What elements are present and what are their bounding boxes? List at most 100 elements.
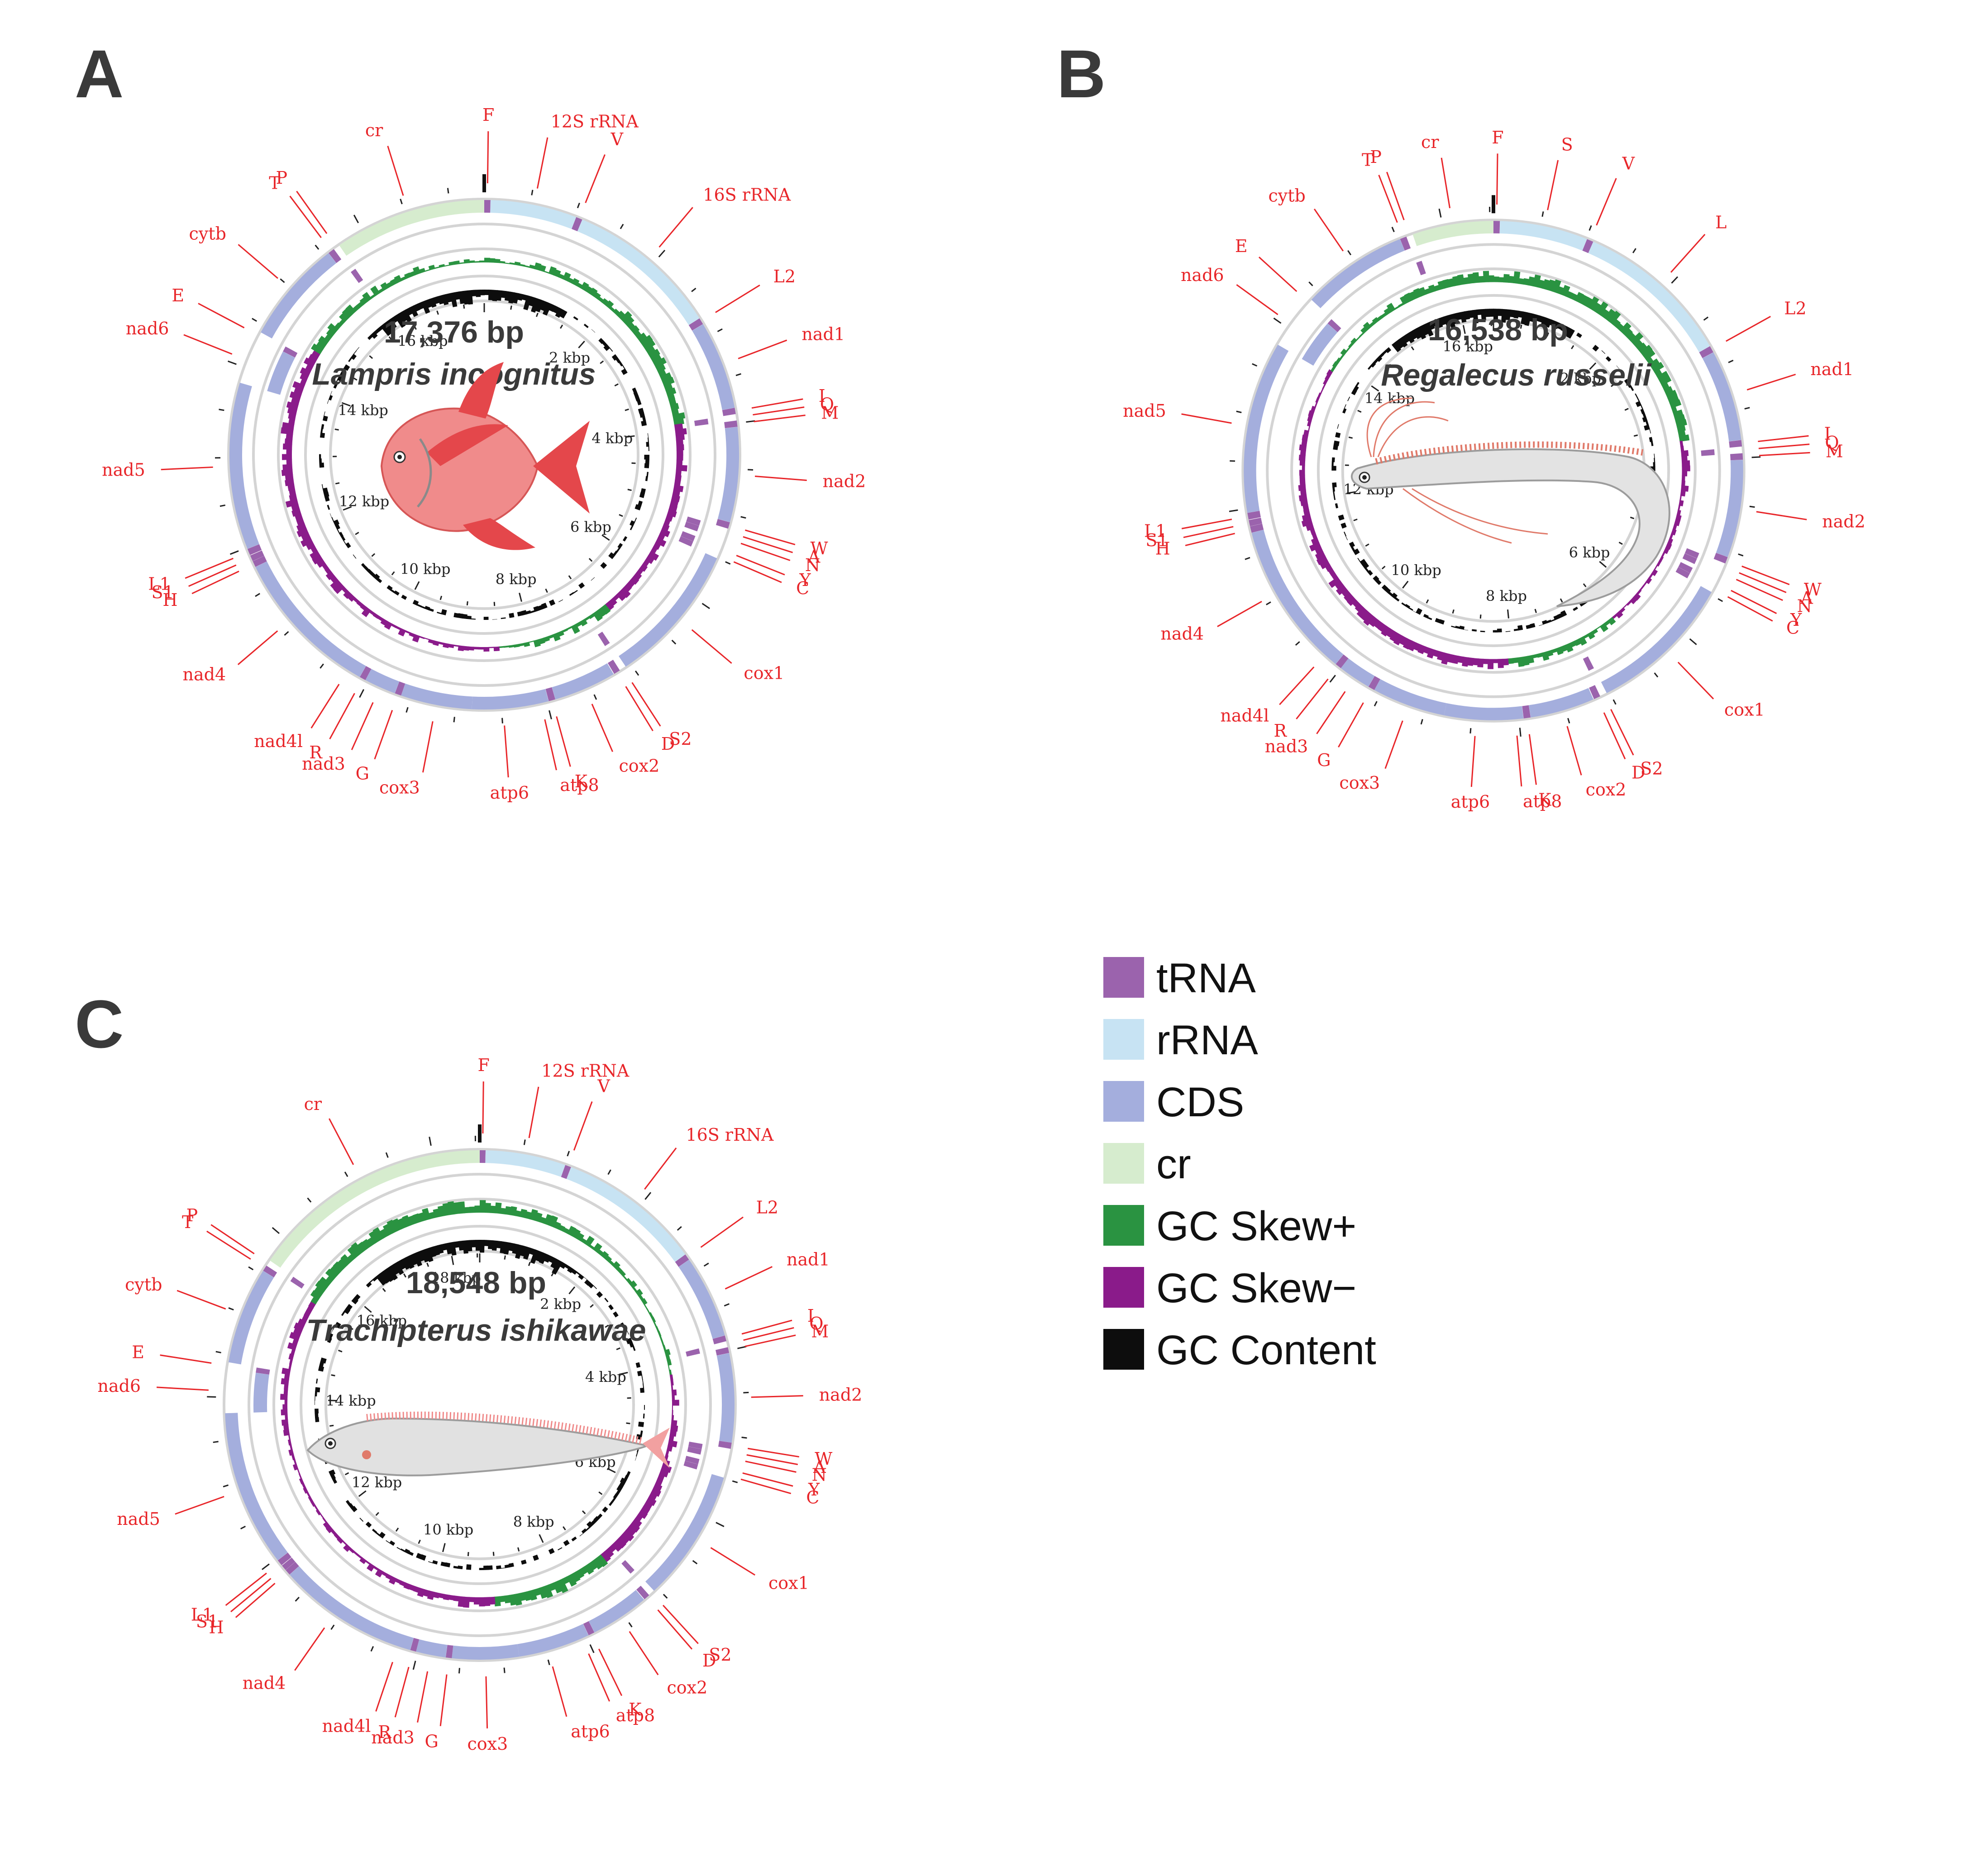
gc-skew-bar <box>1574 292 1584 303</box>
gc-content-bar <box>639 492 645 498</box>
gc-skew-bar <box>286 449 292 455</box>
gc-skew-bar <box>438 1593 445 1599</box>
gene-block-trna <box>281 1557 296 1570</box>
gc-skew-bar <box>310 343 324 354</box>
gene-label: S2 <box>669 729 692 749</box>
gc-skew-bar <box>649 1312 653 1319</box>
gc-content-bar <box>1333 495 1336 500</box>
gc-content-bar <box>503 1242 510 1255</box>
gc-content-bar <box>645 459 649 464</box>
gc-skew-bar <box>315 1509 321 1516</box>
gc-skew-bar <box>288 1364 292 1370</box>
gene-label: atp8 <box>560 775 599 795</box>
gc-content-bar <box>425 1247 434 1262</box>
gc-skew-bar <box>1669 399 1682 409</box>
gc-content-bar <box>394 314 406 328</box>
gc-skew-bar <box>1547 279 1556 292</box>
gene-leader-line <box>658 207 693 248</box>
gc-skew-bar <box>1681 450 1689 457</box>
gc-content-bar <box>453 613 459 618</box>
gc-skew-bar <box>659 528 670 538</box>
gene-leader-line <box>1758 435 1809 443</box>
gc-content-bar <box>1340 522 1347 529</box>
gc-content-bar <box>626 1471 631 1477</box>
gc-skew-bar <box>1335 581 1344 590</box>
gc-skew-bar <box>669 1374 673 1381</box>
gc-content-bar <box>583 324 589 329</box>
gc-skew-bar <box>1630 596 1637 605</box>
outer-tick <box>255 593 260 597</box>
gc-skew-bar <box>1302 504 1309 511</box>
gc-skew-bar <box>504 262 510 264</box>
gc-skew-bar <box>1579 294 1588 305</box>
gene-block-cds <box>517 1629 576 1657</box>
kbp-label: 2 kbp <box>540 1295 581 1313</box>
kbp-label: 16 kbp <box>397 333 448 350</box>
gc-skew-bar <box>646 1308 650 1314</box>
gene-label: cytb <box>125 1275 162 1295</box>
gc-skew-bar <box>289 1444 293 1451</box>
gc-content-bar <box>535 299 544 313</box>
gene-leader-line <box>296 190 328 234</box>
gene-label: F <box>482 105 494 125</box>
gc-skew-bar <box>397 1218 407 1229</box>
scale-tick <box>528 1262 531 1267</box>
gc-content-bar <box>1644 424 1650 431</box>
gc-skew-bar <box>282 1404 288 1410</box>
gc-skew-bar <box>1467 273 1474 284</box>
gc-skew-bar <box>1409 291 1417 301</box>
gc-skew-bar <box>1623 328 1633 338</box>
gene-label: cr <box>304 1094 322 1114</box>
gene-block-cds <box>1251 529 1324 646</box>
scale-tick <box>517 1547 520 1552</box>
gc-content-bar <box>409 305 419 317</box>
genome-size-label: 17,376 bp <box>384 315 524 349</box>
scale-tick <box>493 602 496 606</box>
kbp-label: 16 kbp <box>357 1312 407 1329</box>
scale-tick <box>535 313 539 317</box>
gc-content-bar <box>331 517 334 522</box>
gene-block-rrna <box>485 1150 565 1177</box>
gc-skew-bar <box>1441 652 1450 665</box>
scale-tick <box>625 435 635 438</box>
gc-skew-bar <box>1627 332 1636 342</box>
gc-content-bar <box>316 1378 318 1384</box>
gc-content-bar <box>390 1264 400 1275</box>
outer-tick <box>405 707 409 713</box>
gc-skew-bar <box>668 1369 672 1376</box>
gc-skew-bar <box>1636 589 1642 595</box>
gc-skew-bar <box>282 454 292 460</box>
scale-tick <box>1346 491 1356 494</box>
gene-leader-line <box>556 716 571 767</box>
legend-label: GC Skew+ <box>1156 1203 1356 1249</box>
gene-block-cds <box>1244 344 1289 513</box>
gene-label: nad4 <box>1160 624 1204 644</box>
gene-leader-line <box>198 303 245 329</box>
gc-content-bar <box>523 295 532 310</box>
gc-content-bar <box>600 562 607 569</box>
scale-tick <box>331 1374 335 1376</box>
gc-content-bar <box>1333 444 1338 450</box>
gc-skew-bar <box>377 288 385 294</box>
gc-content-bar <box>1605 356 1612 362</box>
gc-skew-bar <box>1299 475 1306 481</box>
species-name: Lampris incognitus <box>312 357 596 391</box>
gc-content-bar <box>563 1539 570 1546</box>
gc-content-bar <box>1333 440 1340 446</box>
gc-skew-bar <box>368 1230 380 1244</box>
gene-block-trna <box>250 550 264 562</box>
gc-skew-bar <box>498 646 505 648</box>
gc-content-bar <box>587 1282 594 1289</box>
outer-tick <box>1245 557 1250 560</box>
scale-tick <box>1589 362 1597 370</box>
gc-content-bar <box>1344 531 1347 537</box>
panel-letter: A <box>75 36 124 112</box>
gc-skew-bar <box>357 1554 363 1559</box>
gc-content-bar <box>1517 310 1524 318</box>
gc-content-bar <box>351 1297 359 1305</box>
gc-content-bar <box>633 391 639 398</box>
gc-skew-bar <box>655 363 666 373</box>
gc-content-bar <box>1463 629 1469 631</box>
